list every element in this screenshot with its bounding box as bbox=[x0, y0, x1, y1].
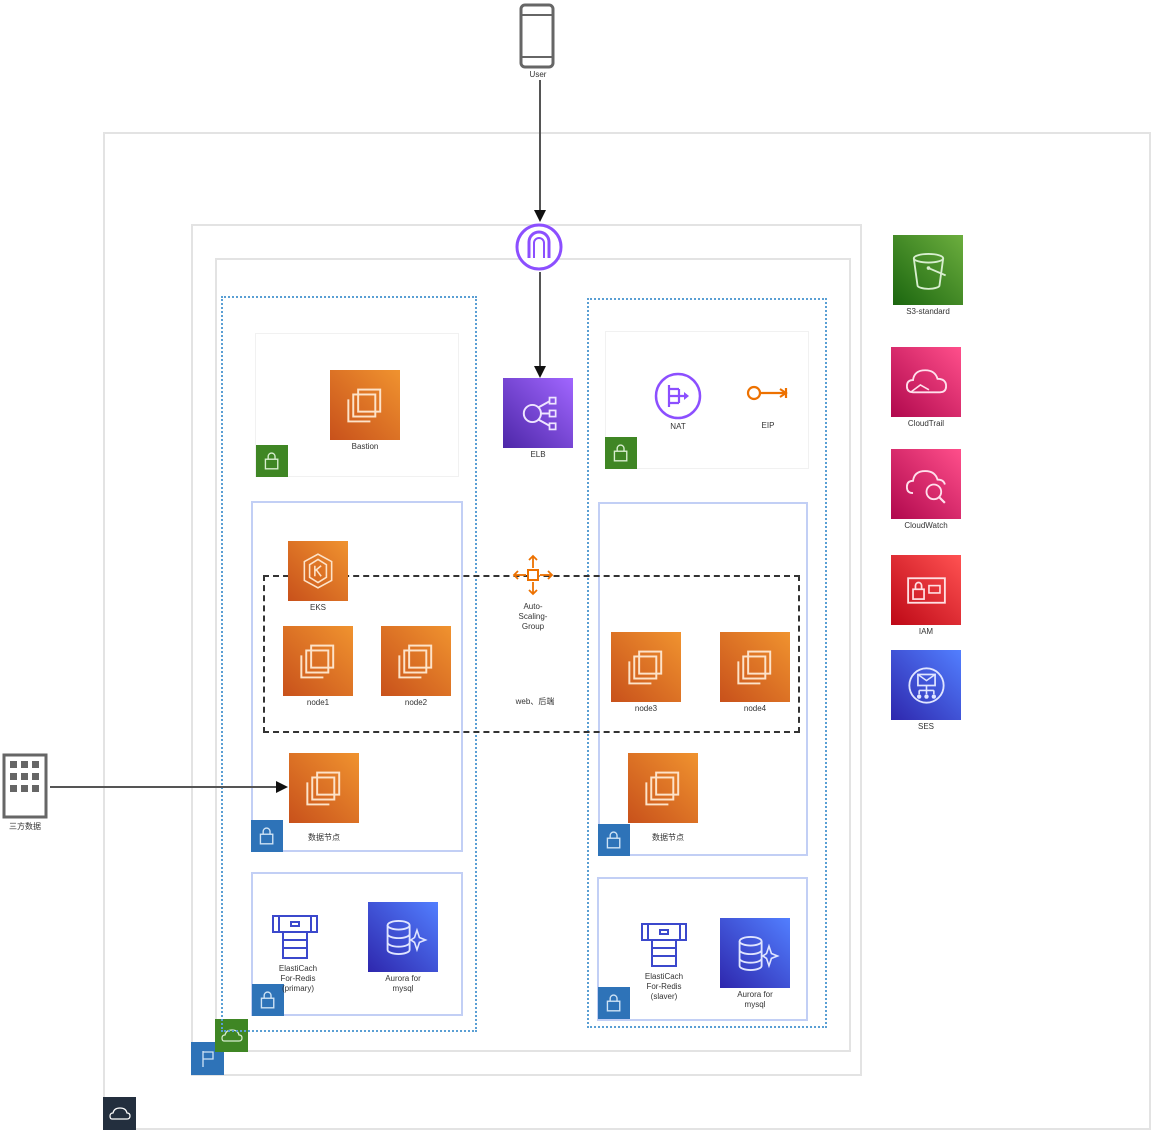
elastic-load-balancing-icon bbox=[522, 396, 557, 430]
cloudwatch-label: CloudWatch bbox=[904, 521, 948, 530]
node1-node[interactable] bbox=[283, 626, 353, 696]
availability-zone-right bbox=[587, 298, 827, 1028]
third-party-label: 三方数据 bbox=[9, 822, 41, 831]
cloudtrail-node[interactable] bbox=[891, 347, 961, 417]
bastion-label: Bastion bbox=[351, 442, 379, 451]
node2-label: node2 bbox=[404, 698, 428, 707]
node3-label: node3 bbox=[634, 704, 658, 713]
auto-scaling-node[interactable] bbox=[512, 553, 554, 597]
node3-node[interactable] bbox=[611, 632, 681, 702]
elasticache-redis-icon bbox=[641, 923, 687, 967]
user-label: User bbox=[529, 70, 547, 79]
data-node-left-label: 数据节点 bbox=[308, 833, 340, 842]
node4-label: node4 bbox=[743, 704, 767, 713]
cloudwatch-node[interactable] bbox=[891, 449, 961, 519]
nat-node[interactable] bbox=[653, 371, 703, 421]
elasticache-primary-label: ElastiCach For-Redis (primary) bbox=[278, 964, 318, 993]
node1-label: node1 bbox=[306, 698, 330, 707]
cloudtrail-label: CloudTrail bbox=[907, 419, 945, 428]
data-node-right-label: 数据节点 bbox=[652, 833, 684, 842]
iam-icon bbox=[906, 576, 946, 604]
asg-caption-label: web、后端 bbox=[515, 697, 555, 706]
ec2-icon bbox=[305, 771, 340, 805]
ses-node[interactable] bbox=[891, 650, 961, 720]
vpc-icon bbox=[215, 1019, 248, 1052]
aurora-right-label: Aurora for mysql bbox=[737, 990, 773, 1009]
ec2-icon bbox=[397, 644, 432, 678]
iam-node[interactable] bbox=[891, 555, 961, 625]
eip-node[interactable] bbox=[744, 380, 792, 406]
private-subnet-lock-icon bbox=[251, 820, 283, 852]
corporate-datacenter-icon bbox=[2, 753, 48, 819]
db-subnet-right bbox=[597, 877, 808, 1021]
private-subnet-right bbox=[598, 502, 808, 856]
internet-gateway-node[interactable] bbox=[514, 222, 564, 272]
data-node-right[interactable] bbox=[628, 753, 698, 823]
public-subnet-right bbox=[605, 331, 809, 469]
public-subnet-lock-icon bbox=[256, 445, 288, 477]
mobile-client-icon bbox=[519, 3, 555, 69]
ses-icon bbox=[907, 666, 945, 704]
cloudtrail-icon bbox=[905, 368, 947, 393]
node4-node[interactable] bbox=[720, 632, 790, 702]
elasticache-slaver-label: ElastiCach For-Redis (slaver) bbox=[644, 972, 684, 1001]
ses-label: SES bbox=[917, 722, 934, 731]
db-subnet-left bbox=[251, 872, 463, 1016]
nat-gateway-icon bbox=[654, 372, 702, 420]
aws-cloud-icon bbox=[103, 1097, 136, 1130]
bastion-node[interactable] bbox=[330, 370, 400, 440]
public-subnet-left bbox=[255, 333, 459, 477]
elasticache-primary-node[interactable] bbox=[269, 912, 321, 962]
auto-scaling-icon bbox=[512, 554, 554, 596]
nat-label: NAT bbox=[670, 422, 686, 431]
eks-icon bbox=[303, 553, 333, 589]
private-subnet-left bbox=[251, 501, 463, 852]
data-node-left[interactable] bbox=[289, 753, 359, 823]
ec2-icon bbox=[299, 644, 334, 678]
third-party-node[interactable] bbox=[2, 753, 48, 819]
ec2-icon bbox=[627, 650, 662, 684]
aws-cloud-group bbox=[103, 132, 1151, 1130]
s3-label: S3-standard bbox=[906, 307, 950, 316]
s3-bucket-icon bbox=[912, 252, 946, 290]
elb-node[interactable] bbox=[503, 378, 573, 448]
internet-gateway-icon bbox=[515, 223, 563, 271]
user-node[interactable] bbox=[519, 3, 557, 69]
aurora-right-node[interactable] bbox=[720, 918, 790, 988]
db-subnet-lock-icon bbox=[598, 987, 630, 1019]
ec2-icon bbox=[736, 650, 771, 684]
elasticache-redis-icon bbox=[272, 915, 318, 959]
aurora-icon bbox=[386, 919, 428, 955]
elasticache-slaver-node[interactable] bbox=[638, 920, 690, 970]
private-subnet-lock-icon bbox=[598, 824, 630, 856]
availability-zone-left bbox=[221, 296, 477, 1032]
eks-node[interactable] bbox=[288, 541, 348, 601]
cloudwatch-icon bbox=[905, 469, 946, 504]
aurora-left-node[interactable] bbox=[368, 902, 438, 972]
s3-node[interactable] bbox=[893, 235, 963, 305]
region-group bbox=[191, 224, 862, 1076]
elastic-ip-icon bbox=[746, 385, 788, 401]
ec2-icon bbox=[644, 771, 679, 805]
public-subnet-lock-icon bbox=[605, 437, 637, 469]
elb-label: ELB bbox=[530, 450, 546, 459]
db-subnet-lock-icon bbox=[252, 984, 284, 1016]
eks-label: EKS bbox=[309, 603, 326, 612]
aurora-left-label: Aurora for mysql bbox=[385, 974, 421, 993]
ec2-icon bbox=[346, 388, 381, 422]
auto-scaling-label: Auto- Scaling- Group bbox=[518, 602, 548, 631]
eip-label: EIP bbox=[761, 421, 775, 430]
node2-node[interactable] bbox=[381, 626, 451, 696]
iam-label: IAM bbox=[918, 627, 934, 636]
aurora-icon bbox=[738, 935, 780, 971]
